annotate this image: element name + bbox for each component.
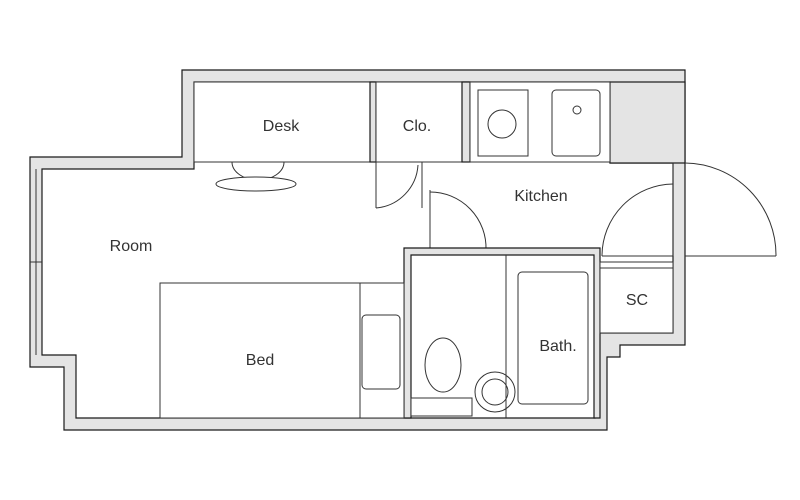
entrance-door	[672, 162, 777, 257]
bathtub	[517, 271, 589, 405]
closet	[375, 81, 463, 163]
label-room: Room	[110, 238, 153, 255]
label-closet: Clo.	[403, 118, 431, 135]
toilet	[410, 337, 473, 417]
stove	[477, 89, 529, 157]
closet-wall-right	[461, 81, 471, 163]
label-bed: Bed	[246, 352, 274, 369]
label-desk: Desk	[263, 118, 300, 135]
desk-chair	[215, 161, 297, 192]
window-left	[30, 169, 42, 355]
label-bath: Bath.	[539, 338, 576, 355]
closet-wall-left	[369, 81, 377, 163]
sink	[551, 89, 601, 157]
wash-basin	[474, 371, 516, 413]
pillow	[361, 314, 401, 390]
storage-closet	[599, 261, 674, 334]
burner-icon	[487, 109, 517, 139]
label-kitchen: Kitchen	[514, 188, 567, 205]
bed	[159, 282, 405, 419]
desk-counter	[193, 81, 371, 163]
label-storage: SC	[626, 292, 648, 309]
faucet-icon	[572, 105, 582, 115]
closet-doors	[375, 162, 423, 209]
storage-door	[601, 183, 674, 257]
bath-door	[429, 190, 487, 255]
utility-shaft	[609, 81, 686, 164]
